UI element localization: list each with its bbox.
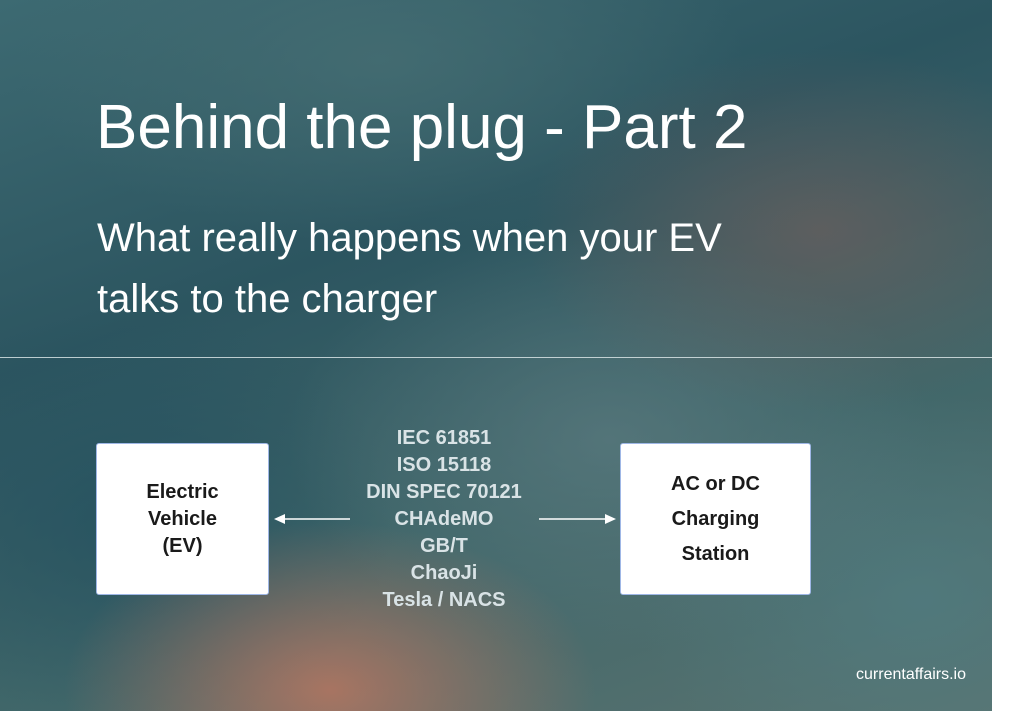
station-box-line-2: Charging [671,507,760,530]
protocol-iec-61851: IEC 61851 [396,427,492,449]
station-box-line-3: Station [681,542,750,565]
protocol-chaoji: ChaoJi [410,562,478,584]
protocol-chademo: CHAdeMO [394,508,494,530]
slide-title: Behind the plug - Part 2 [96,93,748,162]
ev-box-line-2: Vehicle [148,507,217,530]
protocol-list: IEC 61851 ISO 15118 DIN SPEC 70121 CHAde… [350,425,538,614]
charging-station-box: AC or DC Charging Station [620,443,811,595]
ev-box-line-3: (EV) [162,534,203,557]
divider-line [0,357,992,358]
protocol-din-spec-70121: DIN SPEC 70121 [366,481,522,503]
protocol-tesla-nacs: Tesla / NACS [382,589,506,611]
right-arrow [539,514,616,524]
protocol-gbt: GB/T [420,535,468,557]
electric-vehicle-box: Electric Vehicle (EV) [96,443,269,595]
slide-subtitle: What really happens when your EV talks t… [97,208,722,330]
subtitle-line-1: What really happens when your EV [97,216,722,260]
ev-box-line-1: Electric [146,480,219,503]
slide-background: Behind the plug - Part 2 What really hap… [0,0,992,711]
subtitle-line-2: talks to the charger [97,277,438,321]
left-arrow [274,514,350,524]
station-box-line-1: AC or DC [671,472,760,495]
protocol-iso-15118: ISO 15118 [396,454,492,476]
footer-website: currentaffairs.io [856,666,966,683]
